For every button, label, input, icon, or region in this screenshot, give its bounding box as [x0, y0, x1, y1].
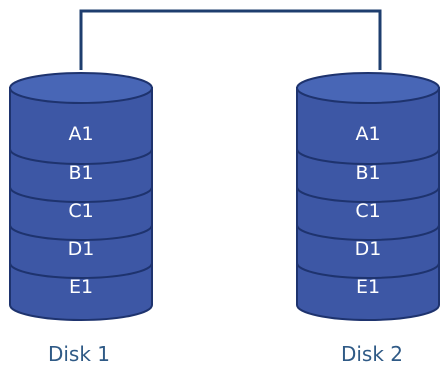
disk-top	[9, 72, 153, 104]
block-label: C1	[355, 200, 380, 222]
disk-caption: Disk 2	[341, 342, 403, 366]
disk-divider	[9, 186, 153, 203]
disk-divider	[296, 186, 440, 203]
block-label: B1	[355, 162, 380, 184]
block-label: E1	[356, 276, 380, 298]
disk-1: A1 B1 C1 D1 E1 Disk 1	[9, 72, 153, 366]
disk-divider	[9, 148, 153, 165]
block-label: D1	[355, 238, 382, 260]
disk-divider	[296, 148, 440, 165]
mirror-connector-line	[79, 9, 382, 70]
disk-divider	[296, 262, 440, 279]
block-label: E1	[69, 276, 93, 298]
disk-2: A1 B1 C1 D1 E1 Disk 2	[296, 72, 440, 366]
disk-body	[296, 87, 440, 321]
block-label: A1	[355, 123, 380, 145]
block-label: C1	[68, 200, 93, 222]
disk-top	[296, 72, 440, 104]
disk-caption: Disk 1	[48, 342, 110, 366]
disk-divider	[296, 224, 440, 241]
disk-body	[9, 87, 153, 321]
block-label: B1	[68, 162, 93, 184]
disk-divider	[9, 262, 153, 279]
block-label: A1	[68, 123, 93, 145]
disk-divider	[9, 224, 153, 241]
block-label: D1	[68, 238, 95, 260]
